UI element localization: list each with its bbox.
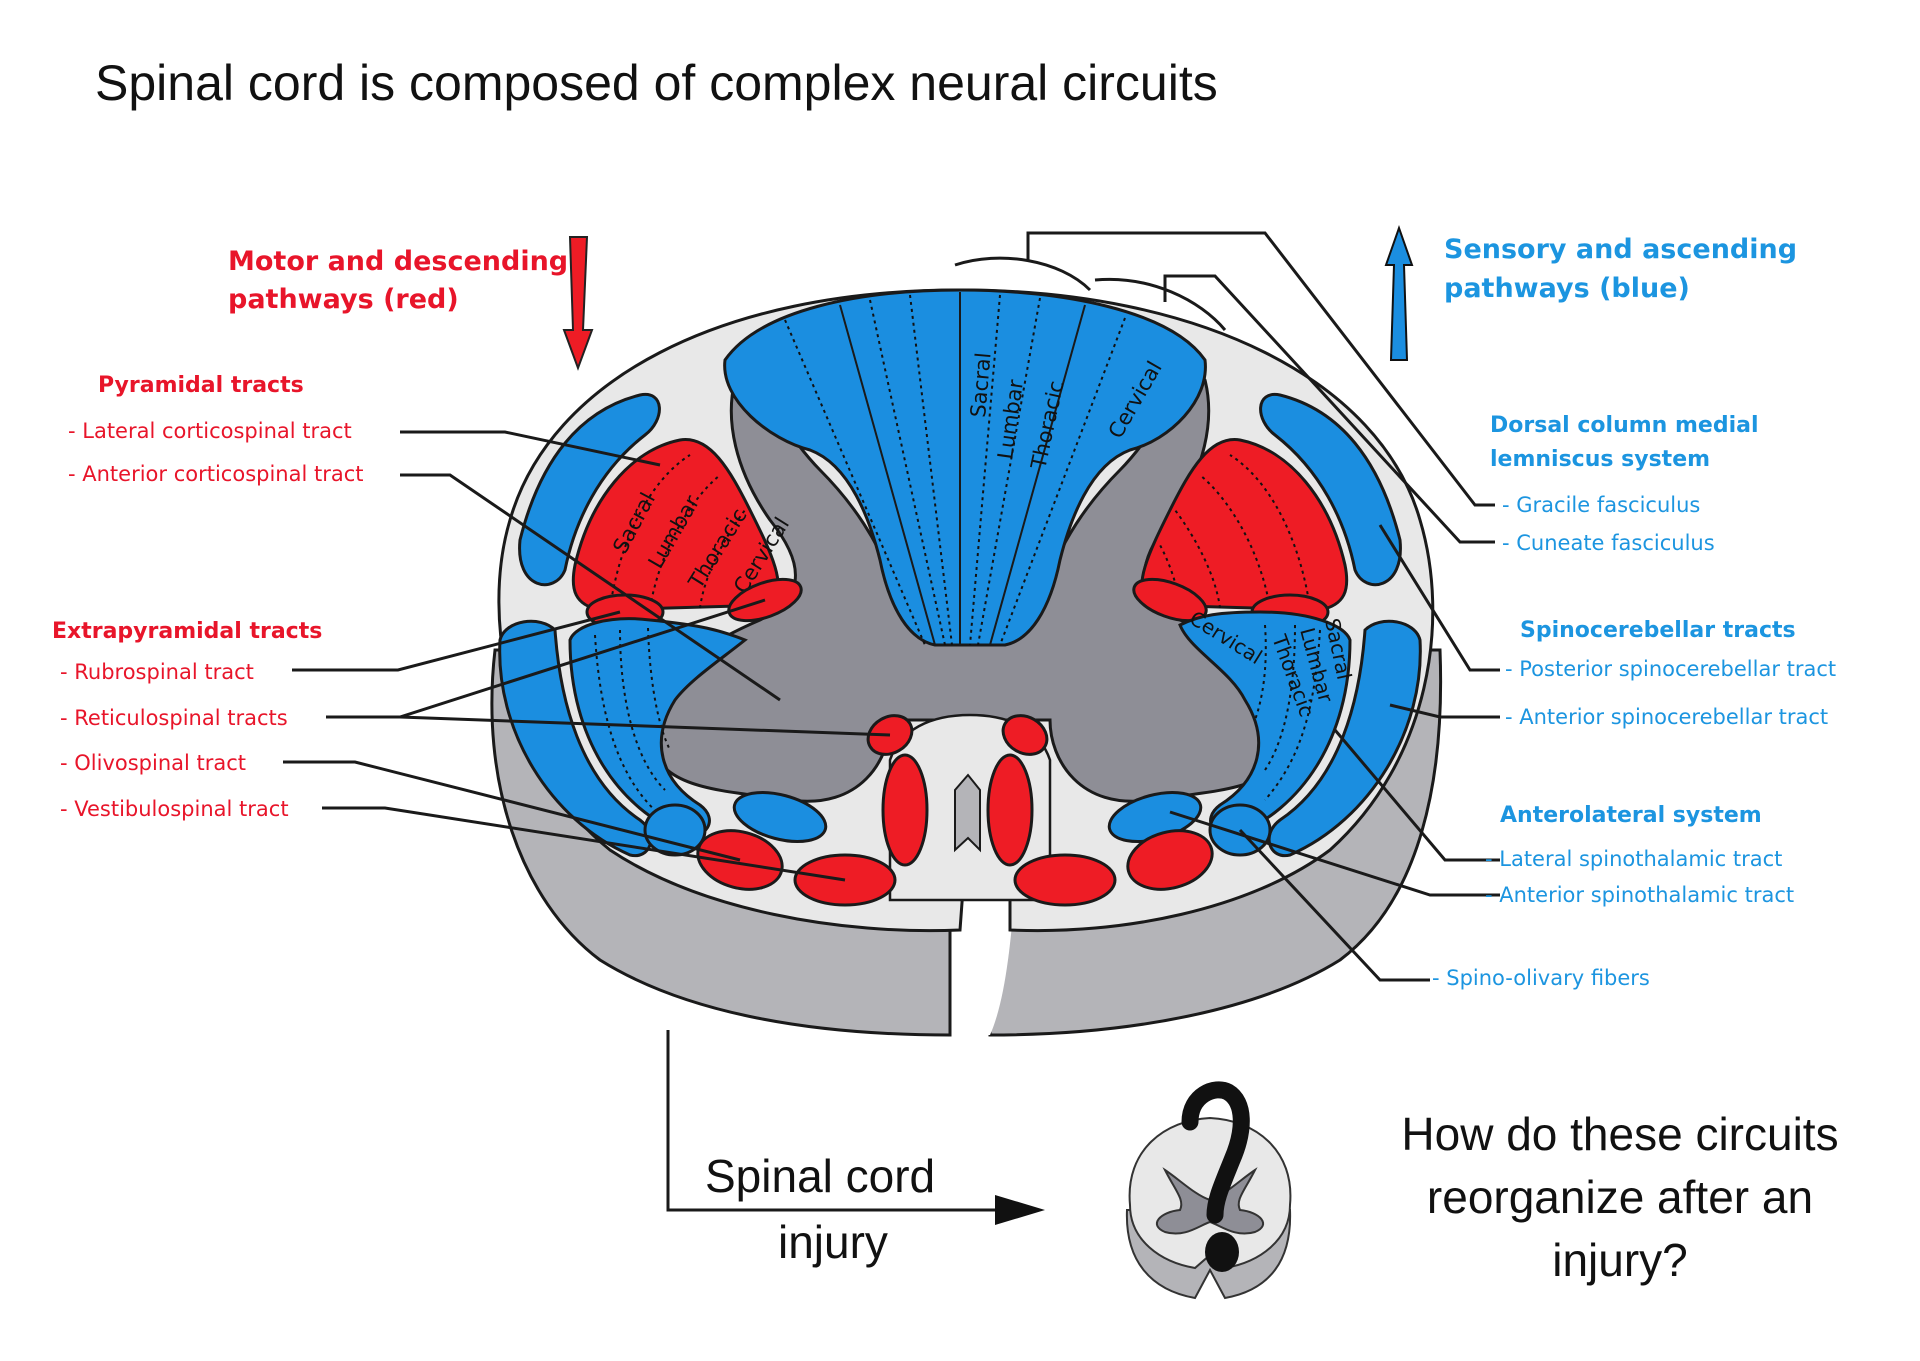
right-vestibulospinal — [1013, 853, 1117, 907]
left-labels: Pyramidal tracts - Lateral corticospinal… — [52, 373, 364, 821]
injured-cord-icon — [1125, 1081, 1292, 1300]
label-anterior-corticospinal: - Anterior corticospinal tract — [68, 462, 364, 486]
down-arrow-icon — [562, 236, 594, 371]
motor-legend: Motor and descending pathways (red) — [228, 236, 594, 371]
left-posterior-spinocerebellar — [518, 393, 661, 587]
left-spino-olivary — [643, 803, 707, 857]
label-lateral-spinothalamic: - Lateral spinothalamic tract — [1485, 847, 1782, 871]
sensory-legend-line2: pathways (blue) — [1444, 273, 1690, 304]
label-anterior-spinothalamic: - Anterior spinothalamic tract — [1485, 883, 1794, 907]
label-vestibulospinal: - Vestibulospinal tract — [60, 797, 289, 821]
injury-arrow: Spinal cord injury — [705, 1150, 1045, 1268]
label-reticulospinal: - Reticulospinal tracts — [60, 706, 288, 730]
anterolateral-heading: Anterolateral system — [1500, 803, 1762, 828]
anterior-median-septum — [954, 773, 981, 853]
label-gracile: - Gracile fasciculus — [1502, 493, 1700, 517]
injury-label-line1: Spinal cord — [705, 1150, 935, 1202]
label-posterior-spinocerebellar: - Posterior spinocerebellar tract — [1505, 657, 1836, 681]
left-anterior-spinothalamic — [732, 791, 828, 843]
spinocerebellar-heading: Spinocerebellar tracts — [1520, 618, 1796, 643]
right-posterior-spinocerebellar — [1259, 393, 1402, 587]
motor-legend-line2: pathways (red) — [228, 284, 459, 315]
question-mark-icon — [1181, 1081, 1250, 1272]
label-anterior-spinocerebellar: - Anterior spinocerebellar tract — [1505, 705, 1828, 729]
label-rubrospinal: - Rubrospinal tract — [60, 660, 254, 684]
extrapyramidal-heading: Extrapyramidal tracts — [52, 619, 322, 644]
right-lateral-spinothalamic: Cervical Thoracic Lumbar Sacral — [1178, 606, 1356, 838]
right-reticulospinal-lateral — [1132, 577, 1208, 623]
dorsal-column-heading-line2: lemniscus system — [1490, 447, 1710, 472]
dorsal-column: Sacral Lumbar Thoracic Cervical — [723, 288, 1207, 647]
question-line3: injury? — [1552, 1234, 1688, 1286]
sensory-legend-line1: Sensory and ascending — [1444, 234, 1797, 265]
label-spino-olivary: - Spino-olivary fibers — [1432, 966, 1650, 990]
dorsal-column-heading-line1: Dorsal column medial — [1490, 413, 1759, 438]
leader-lines — [283, 231, 1500, 1212]
pyramidal-heading: Pyramidal tracts — [98, 373, 304, 398]
right-labels: Dorsal column medial lemniscus system - … — [1432, 413, 1836, 990]
sensory-legend: Sensory and ascending pathways (blue) — [1384, 224, 1797, 361]
motor-legend-line1: Motor and descending — [228, 246, 568, 277]
left-anterior-corticospinal — [881, 753, 929, 867]
question-text: How do these circuits reorganize after a… — [1401, 1108, 1838, 1286]
up-arrow-icon — [1384, 224, 1414, 361]
label-cuneate: - Cuneate fasciculus — [1502, 531, 1715, 555]
right-olivospinal — [1126, 829, 1214, 891]
arrow-head-icon — [995, 1195, 1045, 1225]
cord-cross-section: Sacral Lumbar Thoracic Cervical Sacral L… — [490, 288, 1443, 1037]
right-reticulospinal-medial — [1001, 714, 1049, 756]
page-title: Spinal cord is composed of complex neura… — [95, 55, 1218, 111]
right-anterior-spinocerebellar — [1267, 619, 1422, 858]
right-anterior-corticospinal — [986, 753, 1034, 867]
injury-label-line2: injury — [778, 1216, 888, 1268]
label-lateral-corticospinal: - Lateral corticospinal tract — [68, 419, 352, 443]
question-line2: reorganize after an — [1427, 1171, 1813, 1223]
dorsal-label-sacral: Sacral — [966, 351, 996, 418]
label-olivospinal: - Olivospinal tract — [60, 751, 246, 775]
question-line1: How do these circuits — [1401, 1108, 1838, 1160]
